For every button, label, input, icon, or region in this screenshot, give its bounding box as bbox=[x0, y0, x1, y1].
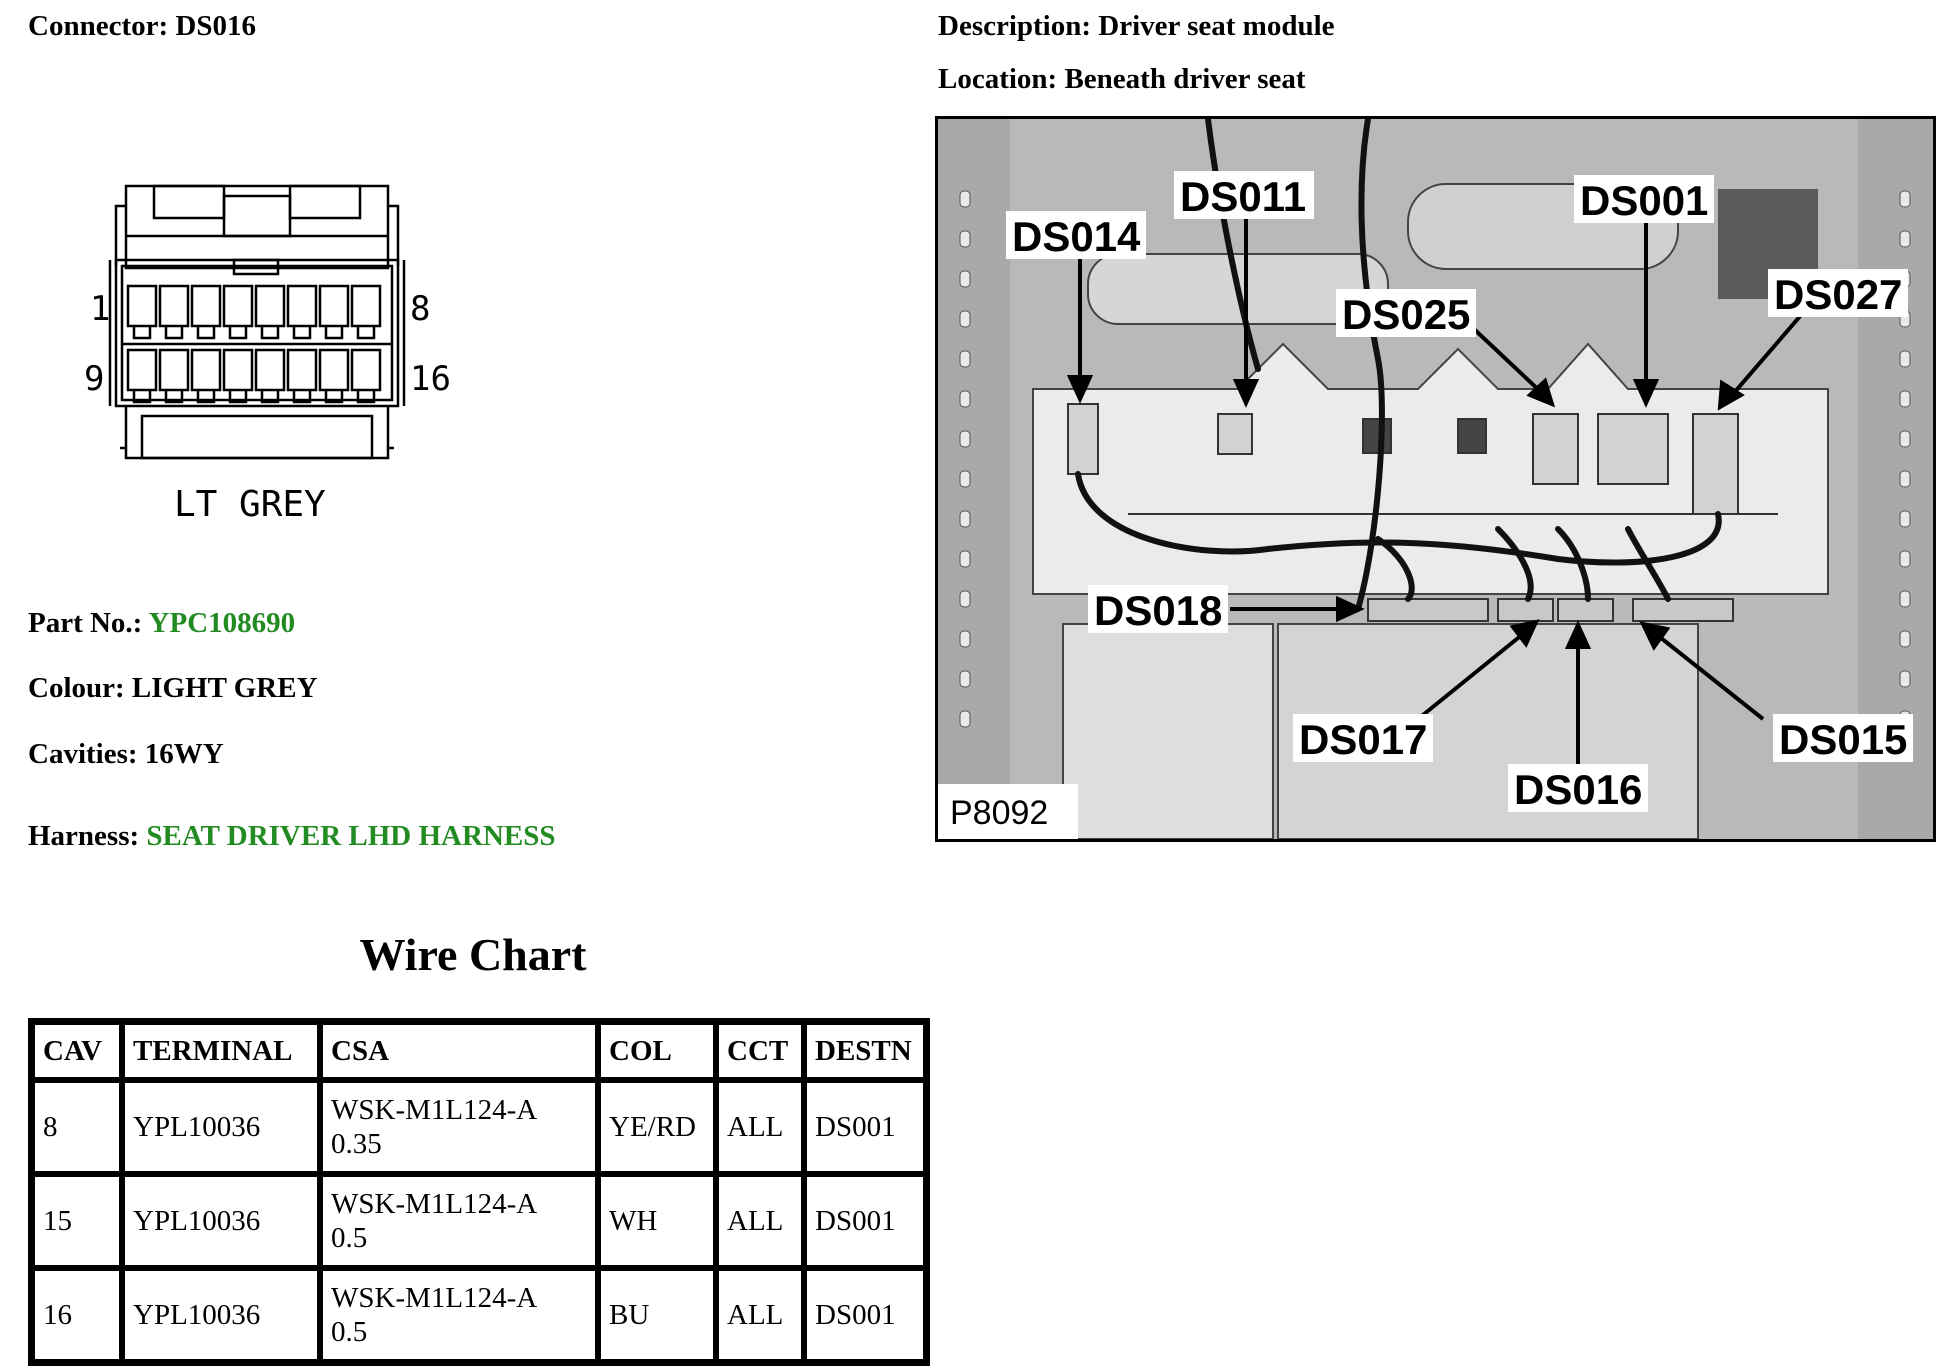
pin-number-1: 1 bbox=[90, 289, 110, 329]
cell-col: WH bbox=[598, 1174, 716, 1268]
connector-value: DS016 bbox=[175, 10, 256, 42]
connector-face-diagram: 1 8 9 16 LT GREY bbox=[84, 158, 464, 538]
cavities-field: Cavities: 16WY bbox=[28, 738, 224, 771]
cell-col: YE/RD bbox=[598, 1080, 716, 1174]
connector-label: Connector: bbox=[28, 10, 169, 42]
cavities-label: Cavities: bbox=[28, 738, 138, 770]
cell-cct: ALL bbox=[716, 1268, 804, 1362]
colour-caption: LT GREY bbox=[174, 484, 326, 525]
pin-number-8: 8 bbox=[410, 289, 430, 329]
colour-value: LIGHT GREY bbox=[131, 672, 318, 704]
description-field: Description: Driver seat module bbox=[938, 10, 1335, 43]
column-header-destn: DESTN bbox=[804, 1022, 926, 1080]
cavities-value: 16WY bbox=[144, 738, 224, 770]
column-header-terminal: TERMINAL bbox=[122, 1022, 320, 1080]
location-label: Location: bbox=[938, 63, 1058, 95]
column-header-csa: CSA bbox=[320, 1022, 598, 1080]
cell-csa-size: 0.5 bbox=[331, 1222, 368, 1254]
callout-ds011: DS011 bbox=[1180, 173, 1306, 220]
callout-ds014: DS014 bbox=[1012, 213, 1141, 260]
callout-ds025: DS025 bbox=[1342, 291, 1470, 338]
cell-cav: 15 bbox=[32, 1174, 122, 1268]
callout-ds018: DS018 bbox=[1094, 587, 1222, 634]
cell-csa-spec: WSK-M1L124-A bbox=[331, 1282, 538, 1314]
description-value: Driver seat module bbox=[1098, 10, 1335, 42]
cell-destn: DS001 bbox=[804, 1268, 926, 1362]
cell-terminal: YPL10036 bbox=[122, 1174, 320, 1268]
callout-ds015: DS015 bbox=[1779, 716, 1907, 763]
pin-number-16: 16 bbox=[410, 359, 451, 399]
pin-number-9: 9 bbox=[84, 359, 104, 399]
column-header-cav: CAV bbox=[32, 1022, 122, 1080]
cell-cct: ALL bbox=[716, 1174, 804, 1268]
cell-destn: DS001 bbox=[804, 1174, 926, 1268]
table-header-row: CAV TERMINAL CSA COL CCT DESTN bbox=[32, 1022, 926, 1080]
location-photo: DS014 DS011 DS001 DS025 DS027 DS018 DS01… bbox=[935, 116, 1936, 842]
cell-csa-size: 0.5 bbox=[331, 1316, 368, 1348]
harness-field: Harness: SEAT DRIVER LHD HARNESS bbox=[28, 820, 555, 853]
part-number-field: Part No.: YPC108690 bbox=[28, 607, 295, 640]
part-number-label: Part No.: bbox=[28, 607, 143, 639]
cell-terminal: YPL10036 bbox=[122, 1080, 320, 1174]
location-value: Beneath driver seat bbox=[1064, 63, 1306, 95]
callout-ds027: DS027 bbox=[1774, 271, 1902, 318]
wire-chart-table: CAV TERMINAL CSA COL CCT DESTN 8 YPL1003… bbox=[28, 1018, 930, 1366]
cell-col: BU bbox=[598, 1268, 716, 1362]
cell-cav: 16 bbox=[32, 1268, 122, 1362]
column-header-cct: CCT bbox=[716, 1022, 804, 1080]
description-label: Description: bbox=[938, 10, 1092, 42]
cell-cct: ALL bbox=[716, 1080, 804, 1174]
cell-destn: DS001 bbox=[804, 1080, 926, 1174]
callout-ds016: DS016 bbox=[1514, 766, 1642, 813]
connector-field: Connector: DS016 bbox=[28, 10, 256, 43]
cell-csa-spec: WSK-M1L124-A bbox=[331, 1188, 538, 1220]
harness-link[interactable]: SEAT DRIVER LHD HARNESS bbox=[146, 820, 556, 852]
part-number-link[interactable]: YPC108690 bbox=[148, 607, 296, 639]
colour-label: Colour: bbox=[28, 672, 125, 704]
cell-csa-spec: WSK-M1L124-A bbox=[331, 1094, 538, 1126]
harness-label: Harness: bbox=[28, 820, 140, 852]
callout-ds017: DS017 bbox=[1299, 716, 1427, 763]
cell-csa-size: 0.35 bbox=[331, 1128, 382, 1160]
figure-id: P8092 bbox=[950, 794, 1048, 832]
column-header-col: COL bbox=[598, 1022, 716, 1080]
wire-chart-title: Wire Chart bbox=[359, 929, 587, 980]
colour-field: Colour: LIGHT GREY bbox=[28, 672, 318, 705]
location-field: Location: Beneath driver seat bbox=[938, 63, 1306, 96]
cell-terminal: YPL10036 bbox=[122, 1268, 320, 1362]
cell-cav: 8 bbox=[32, 1080, 122, 1174]
callout-ds001: DS001 bbox=[1580, 177, 1708, 224]
